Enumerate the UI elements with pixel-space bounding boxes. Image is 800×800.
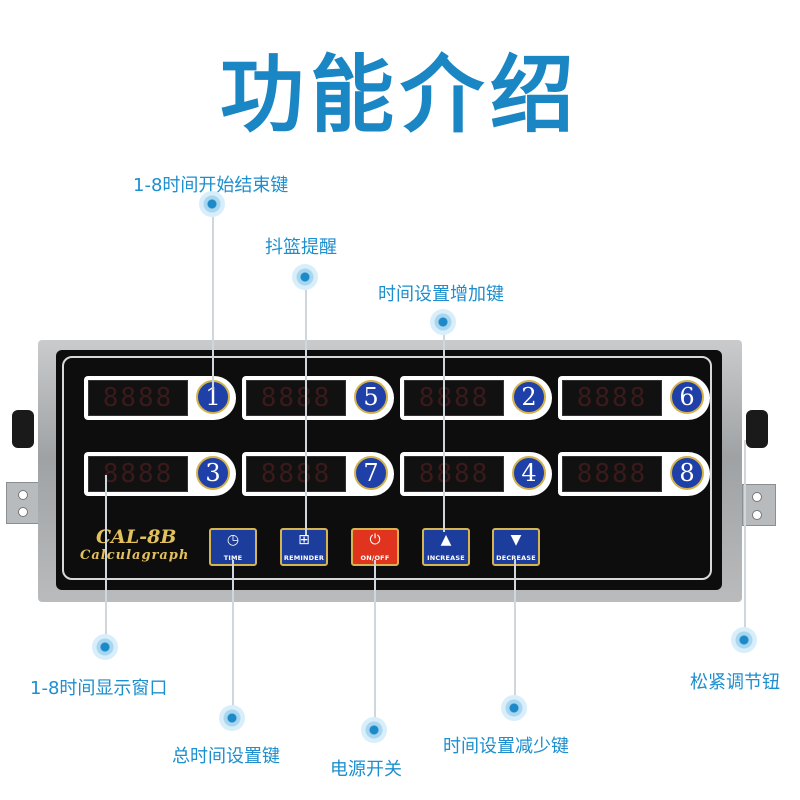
timer-window-4: 8888 7 <box>242 452 394 496</box>
timer-window-3: 8888 5 <box>242 376 394 420</box>
timer-window-7: 8888 6 <box>558 376 710 420</box>
right-bracket <box>742 484 776 526</box>
digit-display: 8888 <box>562 456 662 492</box>
bracket-hole <box>752 492 762 502</box>
decrease-button[interactable]: ▼ DECREASE <box>492 528 540 566</box>
power-icon: ⏻ <box>369 532 381 548</box>
reminder-button[interactable]: ⊞ REMINDER <box>280 528 328 566</box>
label-adjust-knob: 松紧调节钮 <box>690 672 780 693</box>
basket-icon: ⊞ <box>298 532 310 548</box>
leader-line <box>443 322 445 532</box>
left-adjust-knob[interactable] <box>12 410 34 448</box>
button-label: ON/OFF <box>360 554 390 562</box>
label-increase-key: 时间设置增加键 <box>378 284 504 305</box>
leader-line <box>514 560 516 708</box>
label-total-time-key: 总时间设置键 <box>172 746 280 767</box>
panel-frame <box>62 356 712 580</box>
leader-line <box>105 475 107 647</box>
timer-window-8: 8888 8 <box>558 452 710 496</box>
channel-1-button[interactable]: 1 <box>196 380 230 414</box>
channel-3-button[interactable]: 5 <box>354 380 388 414</box>
channel-7-button[interactable]: 6 <box>670 380 704 414</box>
timer-window-2: 8888 3 <box>84 452 236 496</box>
leader-line <box>744 440 746 640</box>
leader-line <box>305 277 307 535</box>
marker-dot <box>219 705 245 731</box>
button-label: TIME <box>223 554 243 562</box>
marker-dot <box>292 264 318 290</box>
marker-dot <box>501 695 527 721</box>
label-basket-reminder: 抖篮提醒 <box>265 237 337 258</box>
marker-dot <box>731 627 757 653</box>
increase-button[interactable]: ▲ INCREASE <box>422 528 470 566</box>
label-power-switch: 电源开关 <box>330 759 402 780</box>
triangle-down-icon: ▼ <box>510 532 522 548</box>
digit-display: 8888 <box>404 456 504 492</box>
digit-display: 8888 <box>246 380 346 416</box>
digit-display: 8888 <box>246 456 346 492</box>
digit-display: 8888 <box>562 380 662 416</box>
marker-dot <box>361 717 387 743</box>
channel-2-button[interactable]: 3 <box>196 456 230 490</box>
digit-display: 8888 <box>404 380 504 416</box>
channel-8-button[interactable]: 8 <box>670 456 704 490</box>
page-title: 功能介绍 <box>219 46 580 144</box>
button-label: INCREASE <box>427 554 465 562</box>
triangle-up-icon: ▲ <box>440 532 452 548</box>
leader-line <box>212 204 214 390</box>
channel-5-button[interactable]: 2 <box>512 380 546 414</box>
channel-4-button[interactable]: 7 <box>354 456 388 490</box>
label-decrease-key: 时间设置减少键 <box>443 736 569 757</box>
timer-window-6: 8888 4 <box>400 452 552 496</box>
right-adjust-knob[interactable] <box>746 410 768 448</box>
bracket-hole <box>752 510 762 520</box>
bracket-hole <box>18 507 28 517</box>
marker-dot <box>199 191 225 217</box>
label-display-window: 1-8时间显示窗口 <box>30 678 168 699</box>
label-start-stop-keys: 1-8时间开始结束键 <box>133 175 289 196</box>
left-bracket <box>6 482 40 524</box>
marker-dot <box>430 309 456 335</box>
digit-display: 8888 <box>88 456 188 492</box>
leader-line <box>374 560 376 730</box>
clock-icon: ◷ <box>226 532 240 548</box>
digit-display: 8888 <box>88 380 188 416</box>
bracket-hole <box>18 490 28 500</box>
button-label: DECREASE <box>496 554 536 562</box>
time-button[interactable]: ◷ TIME <box>209 528 257 566</box>
timer-window-1: 8888 1 <box>84 376 236 420</box>
model-subtitle: Calculagraph <box>80 548 190 563</box>
leader-line <box>232 560 234 718</box>
timer-window-5: 8888 2 <box>400 376 552 420</box>
button-label: REMINDER <box>283 554 325 562</box>
marker-dot <box>92 634 118 660</box>
model-name: CAL-8B <box>96 526 177 548</box>
channel-6-button[interactable]: 4 <box>512 456 546 490</box>
power-button[interactable]: ⏻ ON/OFF <box>351 528 399 566</box>
